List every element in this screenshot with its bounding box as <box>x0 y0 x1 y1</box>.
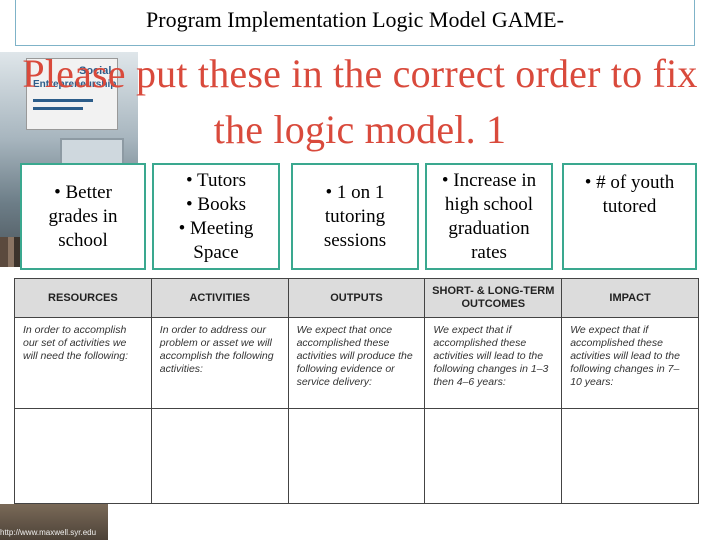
header-text: OUTPUTS <box>330 291 383 304</box>
card-better-grades[interactable]: • Better grades in school <box>20 163 146 270</box>
card-tutors-books[interactable]: • Tutors • Books • Meeting Space <box>152 163 280 270</box>
column-description: We expect that if accomplished these act… <box>562 318 698 409</box>
header-text: ACTIVITIES <box>189 291 250 304</box>
card-text: • Increase in high school graduation rat… <box>441 169 537 263</box>
column-outcomes: SHORT- & LONG-TERM OUTCOMES We expect th… <box>425 279 563 503</box>
column-header: OUTPUTS <box>288 279 425 318</box>
card-text: • Better grades in school <box>48 181 118 251</box>
card-text: • Tutors • Books • Meeting Space <box>178 169 254 263</box>
card-text: • # of youth tutored <box>584 172 675 217</box>
book-cover: Social Entrepreneurship <box>26 58 118 130</box>
card-tutoring-sessions[interactable]: • 1 on 1 tutoring sessions <box>291 163 419 270</box>
column-activities: ACTIVITIES In order to address our probl… <box>151 279 289 503</box>
column-drop-area[interactable] <box>15 409 151 503</box>
book-title-line-2: Entrepreneurship <box>33 79 117 90</box>
column-drop-area[interactable] <box>425 409 561 503</box>
column-description: In order to accomplish our set of activi… <box>15 318 151 409</box>
logic-model-table: RESOURCES In order to accomplish our set… <box>14 278 699 504</box>
column-header: ACTIVITIES <box>151 279 288 318</box>
column-resources: RESOURCES In order to accomplish our set… <box>15 279 152 503</box>
card-graduation-rates[interactable]: • Increase in high school graduation rat… <box>425 163 553 270</box>
column-header: SHORT- & LONG-TERM OUTCOMES <box>425 279 562 318</box>
column-drop-area[interactable] <box>562 409 698 503</box>
slide-title: Program Implementation Logic Model GAME- <box>15 0 695 46</box>
card-text: • 1 on 1 tutoring sessions <box>323 181 387 251</box>
column-drop-area[interactable] <box>152 409 288 503</box>
book-text-line <box>33 107 83 110</box>
instruction-heading: Please put these in the correct order to… <box>0 46 720 158</box>
instruction-text: Please put these in the correct order to… <box>22 51 698 152</box>
column-outputs: OUTPUTS We expect that once accomplished… <box>288 279 426 503</box>
column-description: In order to address our problem or asset… <box>151 318 288 409</box>
header-text: RESOURCES <box>48 291 118 304</box>
column-impact: IMPACT We expect that if accomplished th… <box>562 279 698 503</box>
card-youth-tutored[interactable]: • # of youth tutored <box>562 163 697 270</box>
column-drop-area[interactable] <box>289 409 425 503</box>
column-description: We expect that once accomplished these a… <box>288 318 425 409</box>
header-text: IMPACT <box>609 291 651 304</box>
header-text: SHORT- & LONG-TERM OUTCOMES <box>432 285 555 310</box>
source-url: http://www.maxwell.syr.edu <box>0 528 97 537</box>
column-header: IMPACT <box>562 279 698 318</box>
book-title-line-1: Social <box>79 65 112 77</box>
book-text-line <box>33 99 93 102</box>
column-description: We expect that if accomplished these act… <box>425 318 562 409</box>
building-photo <box>0 504 108 540</box>
column-header: RESOURCES <box>15 279 151 318</box>
